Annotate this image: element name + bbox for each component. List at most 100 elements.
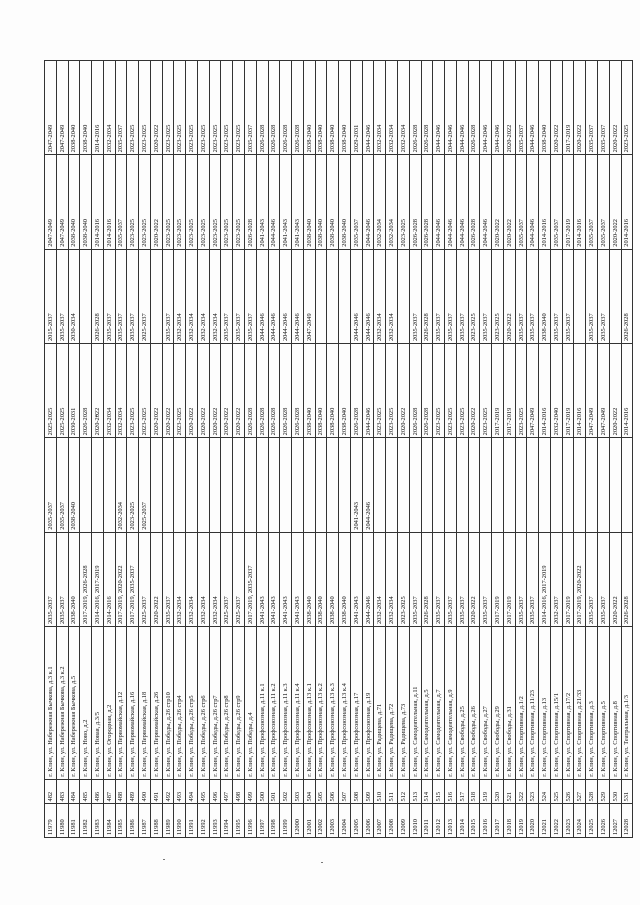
period-cell: 2035-2037 [526,249,539,344]
period-cell: 2041-2043 [279,532,292,627]
period-cell: 2035-2037 [515,532,527,627]
period-cell: 2035-2037 [115,249,127,344]
record-id-cell: 12012 [432,804,445,838]
period-cell: 2026-2028 [91,249,104,344]
period-cell: 2025-2037 [138,532,151,627]
record-id-cell: 11998 [268,804,280,838]
period-cell: 2032-2034 [173,532,186,627]
period-cell: 2023-2025 [126,343,139,438]
period-cell: 2044-2046 [362,532,374,627]
address-cell: г. Клин, ул. Самодеятельная, д.5 [421,626,433,780]
period-cell: 2044-2046 [362,249,374,344]
address-cell: г. Клин, ул. Свободы, д.31 [503,626,516,780]
scan-speck [163,859,165,860]
period-cell: 2047-2049 [303,249,316,344]
period-cell: 2020-2022 [91,343,104,438]
record-id-cell: 12006 [362,804,374,838]
period-cell: 2035-2037 [562,249,574,344]
row-number-cell: 515 [432,779,445,804]
period-cell [185,437,198,533]
period-cell [550,437,563,533]
record-id-cell: 12014 [456,804,469,838]
period-cell: 2044-2046 [291,249,304,344]
record-id-cell: 12005 [350,804,363,838]
period-cell: 2038-2040 [315,532,327,627]
row-number-cell: 521 [503,779,516,804]
period-cell: 2044-2046 [362,343,374,438]
period-cell: 2023-2025 [162,154,174,250]
period-cell: 2035-2037 [432,249,445,344]
record-id-cell: 11981 [68,804,80,838]
row-number-cell: 526 [562,779,574,804]
address-cell: г. Клин, ул. Победы, д.26 стр10 [162,626,174,780]
address-cell: г. Клин, ул. Первомайская, д.16 [126,626,139,780]
period-cell: 2020-2022 [609,532,622,627]
period-cell: 2035-2037 [44,532,57,627]
record-id-cell: 12019 [515,804,527,838]
period-cell: 2038-2040 [538,60,551,155]
record-id-cell: 12022 [550,804,563,838]
period-cell: 2035-2037 [244,249,257,344]
record-id-cell: 11993 [209,804,221,838]
period-cell: 2035-2037 [550,154,563,250]
period-cell: 2038-2040 [538,249,551,344]
period-cell [573,249,586,344]
record-id-cell: 11996 [244,804,257,838]
period-cell: 2023-2025 [197,60,210,155]
period-cell: 2023-2025 [173,60,186,155]
address-cell: г. Клин, ул. Набережная Бычкова, д.3 к.1 [44,626,57,780]
period-cell: 2035-2037 [220,249,233,344]
period-cell: 2035-2037 [585,532,598,627]
period-cell: 2026-2028 [279,60,292,155]
period-cell: 2038-2040 [326,343,339,438]
period-cell: 2032-2034 [197,532,210,627]
period-cell: 2038-2040 [315,154,327,250]
period-cell: 2038-2040 [326,532,339,627]
address-cell: г. Клин, ул. Спортивная, д.21/33 [573,626,586,780]
address-cell: г. Клин, ул. Радищева, д.73 [397,626,410,780]
period-cell: 2026-2028 [256,60,269,155]
period-cell: 2035-2037 [526,532,539,627]
period-cell: 2026-2028 [409,154,421,250]
period-cell: 2023-2025 [138,154,151,250]
period-cell: 2035-2037 [515,154,527,250]
period-cell: 2026-2028 [291,343,304,438]
period-cell [79,437,92,533]
period-cell [315,249,327,344]
record-id-cell: 12002 [315,804,327,838]
period-cell: 2032-2034 [115,343,127,438]
period-cell: 2023-2025 [173,154,186,250]
period-cell: 2032-2034 [385,60,398,155]
period-cell: 2041-2043 [256,532,269,627]
period-cell: 2023-2025 [220,154,233,250]
period-cell: 2035-2037 [456,249,469,344]
address-cell: г. Клин, ул. Набережная Бычкова, д.3 к.2 [56,626,69,780]
period-cell: 2014-2016 [573,343,586,438]
period-cell: 2032-2037 [550,532,563,627]
period-cell: 2044-2046 [456,60,469,155]
period-cell [209,437,221,533]
record-id-cell: 12015 [468,804,480,838]
address-cell: г. Клин, ул. Профсоюзная, д.13 к.1 [303,626,316,780]
period-cell: 2035-2037 [56,437,69,533]
row-number-cell: 499 [244,779,257,804]
address-cell: г. Клин, ул. Огородная, д.2 [103,626,116,780]
period-cell: 2026-2028 [468,154,480,250]
period-cell: 2020-2022 [150,532,163,627]
address-cell: г. Клин, ул. Новая, д.3/5 [91,626,104,780]
period-cell: 2032-2034 [385,154,398,250]
row-number-cell: 531 [621,779,633,804]
period-cell [338,249,351,344]
period-cell: 2035-2037 [515,60,527,155]
period-cell [220,437,233,533]
